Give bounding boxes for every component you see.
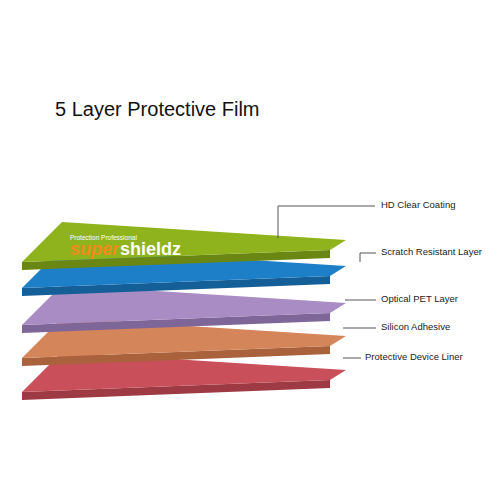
leader-line (345, 300, 376, 301)
leader-line (360, 253, 376, 262)
layer-label: Optical PET Layer (381, 294, 458, 304)
layer-label: HD Clear Coating (381, 200, 455, 210)
film-layer (22, 222, 346, 262)
title: 5 Layer Protective Film (55, 98, 260, 120)
layer-label: Silicon Adhesive (381, 322, 450, 332)
leader-line (343, 328, 376, 329)
logo-word: shieldz (120, 240, 181, 260)
layer-label: Scratch Resistant Layer (381, 247, 482, 257)
layer-label: Protective Device Liner (365, 352, 463, 362)
leader-line (343, 358, 361, 359)
logo-word: super (70, 240, 119, 260)
leader-line (278, 206, 375, 238)
